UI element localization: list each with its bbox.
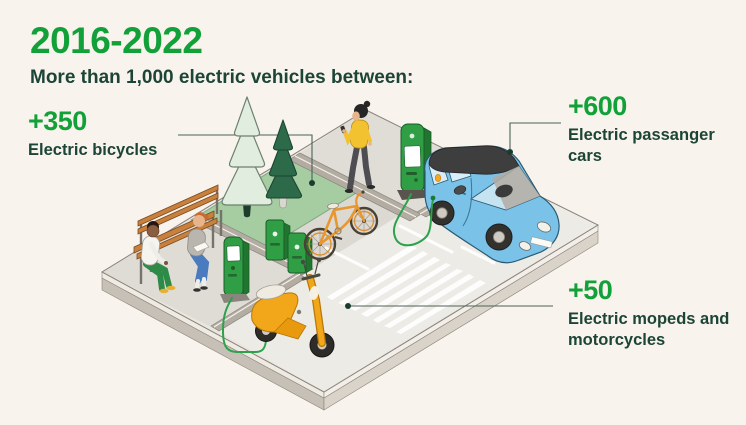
stat-cars-value: +600	[568, 91, 627, 121]
pine-tree-light	[221, 96, 273, 218]
stat-mopeds-value: +50	[568, 275, 613, 305]
stat-bicycles: +350 Electric bicycles	[28, 106, 188, 161]
electric-scooter	[251, 257, 335, 358]
stat-bicycles-value: +350	[28, 106, 87, 136]
stat-mopeds-label: Electric mopeds and motorcycles	[568, 310, 730, 349]
stat-cars-label: Electric passanger cars	[568, 126, 715, 165]
dot-bicycles	[309, 180, 315, 186]
connector-dots	[309, 149, 513, 309]
walking-woman	[340, 100, 376, 193]
pine-trees	[221, 96, 303, 218]
battery-lockers	[265, 219, 313, 274]
scooter-charging-kiosk	[220, 236, 250, 303]
stat-mopeds: +50 Electric mopeds and motorcycles	[568, 275, 746, 351]
dot-cars	[507, 149, 513, 155]
seated-woman	[187, 212, 210, 292]
connector-cars	[509, 122, 561, 150]
header: 2016-2022 More than 1,000 electric vehic…	[30, 20, 413, 89]
stat-bicycles-label: Electric bicycles	[28, 141, 158, 159]
connector-lines	[178, 122, 561, 307]
pine-tree-dark	[265, 119, 303, 209]
seated-man	[140, 221, 176, 294]
stat-cars: +600 Electric passanger cars	[568, 91, 720, 167]
zebra-crossing	[324, 224, 496, 334]
dot-mopeds	[345, 303, 351, 309]
page-subtitle: More than 1,000 electric vehicles betwee…	[30, 67, 414, 88]
connector-bicycles	[178, 134, 313, 181]
page-title: 2016-2022	[30, 20, 203, 61]
charging-cable-car	[392, 193, 436, 247]
electric-car	[424, 145, 560, 264]
